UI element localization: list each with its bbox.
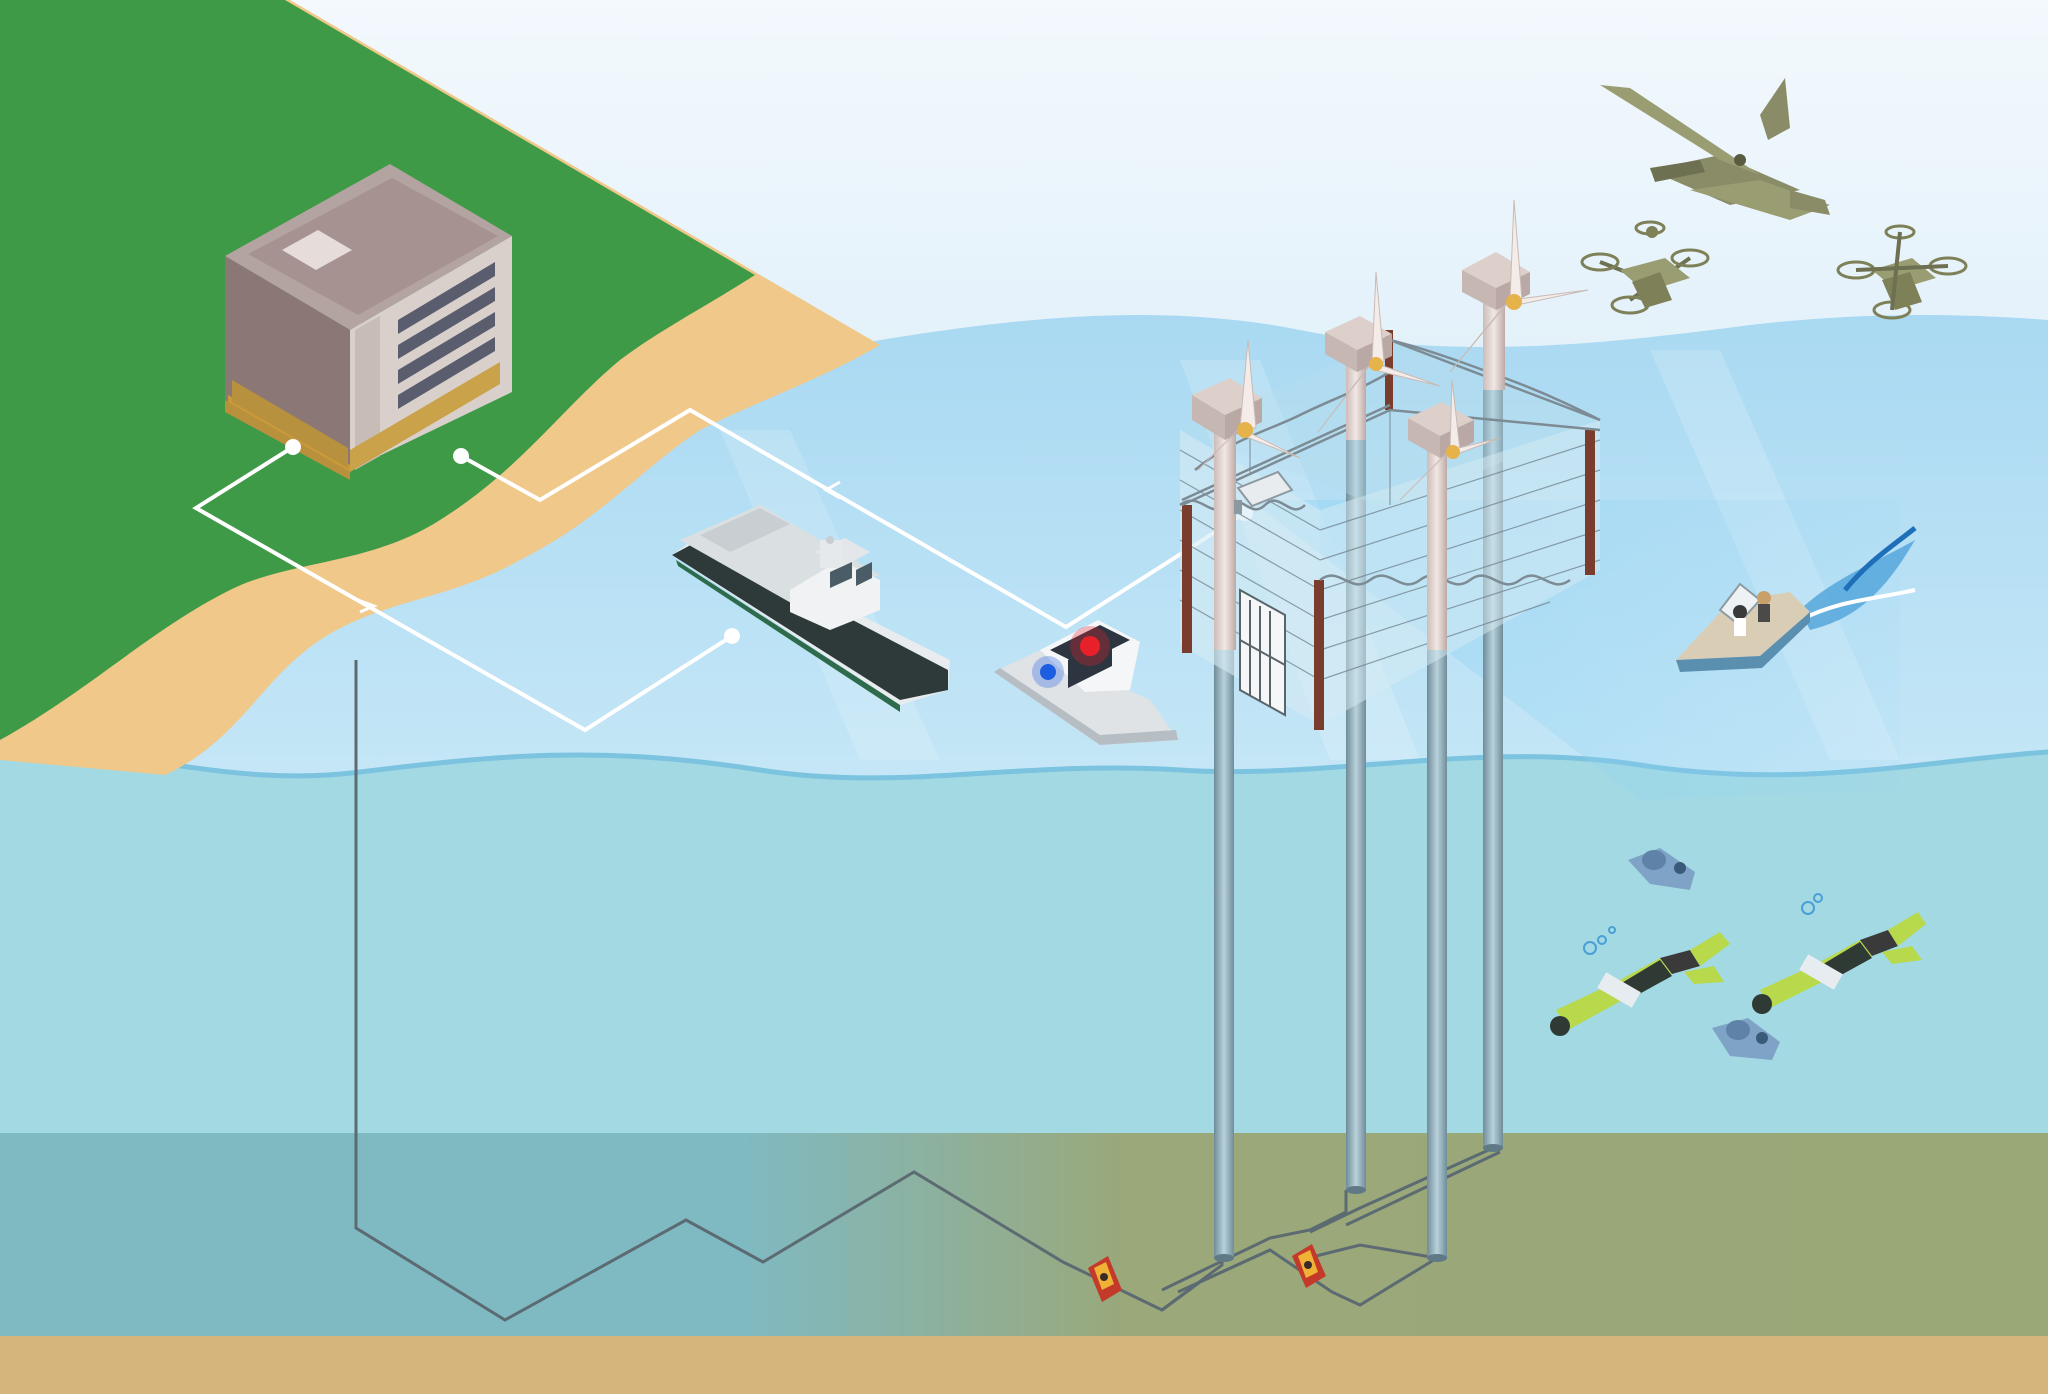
sand-floor [0, 1336, 2048, 1394]
quadcopter-icon [1836, 224, 1968, 320]
arrow-icon [357, 598, 379, 614]
wind-turbine-icon [1399, 379, 1501, 650]
gate-icon [1239, 588, 1286, 717]
sensor-node-icon [1292, 1244, 1326, 1288]
siren-blue-icon [1040, 664, 1056, 680]
airplane-icon [1600, 78, 1830, 220]
seabed [0, 1133, 2048, 1338]
wind-turbine-icon [1192, 339, 1301, 650]
sensor-node-icon [1088, 1256, 1122, 1302]
scuba-diver-icon [1550, 926, 1730, 1036]
cctv-camera-icon [1234, 470, 1294, 514]
link-node [724, 628, 740, 644]
underwater-drone-icon [1712, 1018, 1780, 1060]
wind-turbine-icon [1317, 271, 1441, 440]
wind-turbine-icon [1449, 199, 1589, 390]
quadcopter-icon [1580, 220, 1710, 315]
siren-red-icon [1080, 636, 1100, 656]
razor-wire-fence-icon [1179, 330, 1601, 730]
underwater-drone-icon [1628, 848, 1695, 890]
water-column [0, 752, 2048, 1140]
arrow-icon [822, 480, 841, 500]
office-building-icon [225, 164, 512, 480]
speedboat-icon [1676, 526, 1917, 672]
link-node [453, 448, 469, 464]
ship-icon [672, 505, 950, 712]
police-boat-icon [994, 620, 1178, 745]
link-node [285, 439, 301, 455]
network-links [192, 407, 1247, 733]
scuba-diver-icon [1752, 893, 1926, 1014]
